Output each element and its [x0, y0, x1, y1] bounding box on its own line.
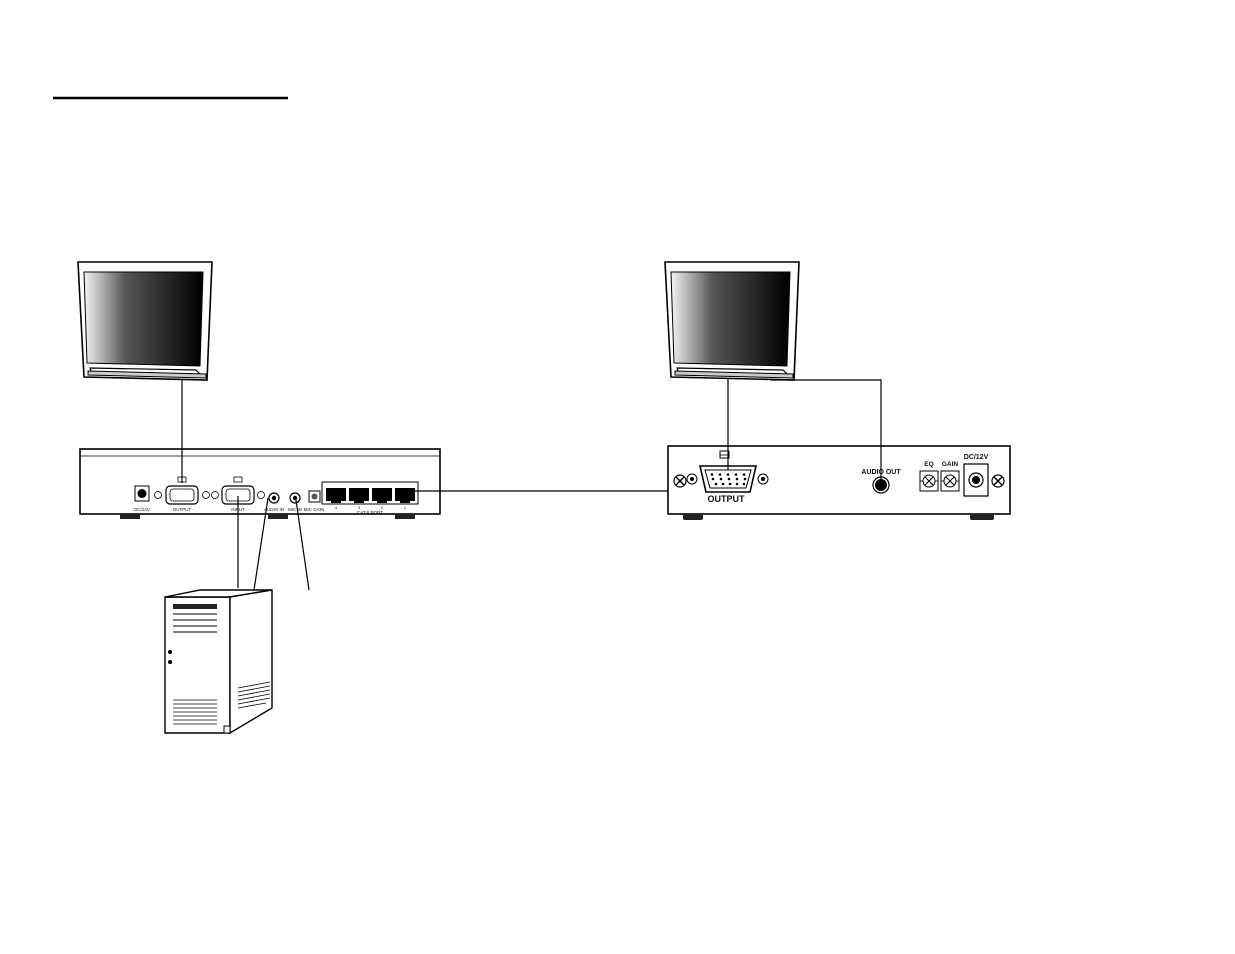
cable-mic [295, 499, 310, 591]
rj45-port-icon [349, 488, 369, 503]
receiver-power-jack-icon [963, 463, 989, 497]
rj45-port-icon [326, 488, 346, 503]
cat5-port-number: 3 [358, 505, 361, 510]
receiver-output-label: OUTPUT [708, 494, 746, 504]
receiver-gain-knob-icon [940, 470, 960, 492]
transmitter-mic-in-label: MIC IN [288, 507, 302, 512]
cat5-port-number: 4 [335, 505, 338, 510]
left-monitor-icon [77, 261, 213, 381]
right-monitor-icon [664, 261, 800, 381]
transmitter-audio-in-label: AUDIO IN [264, 507, 284, 512]
cables [181, 378, 882, 591]
cat5-port-number: 1 [404, 505, 407, 510]
transmitter-mic-in-jack-icon [289, 492, 301, 504]
transmitter-cat5-port-label: CAT-5 PORT [357, 510, 383, 515]
cable-audio-out-to-right-monitor [771, 379, 882, 480]
receiver-vga-pins [710, 473, 747, 486]
screw-icon [991, 474, 1005, 488]
cable-computer-to-audio-in [253, 497, 269, 591]
screw-icon [673, 474, 687, 488]
transmitter-output-label: OUTPUT [173, 507, 192, 512]
receiver-eq-knob-icon [919, 470, 939, 492]
receiver-eq-label: EQ [924, 461, 933, 468]
receiver-power-label: DC/12V [964, 454, 989, 461]
receiver-audio-out-jack-icon [872, 476, 890, 494]
transmitter-cat5-ports [321, 481, 419, 505]
transmitter-power-label: DC/12V [134, 507, 150, 512]
transmitter-mic-gain-knob-icon [308, 490, 321, 503]
cat5-port-number: 2 [381, 505, 384, 510]
rj45-port-icon [372, 488, 392, 503]
receiver-unit: OUTPUT AUDIO OUT EQ GAIN DC/12V [667, 445, 1011, 520]
transmitter-unit: DC/12V OUTPUT INPUT AUDIO IN [79, 448, 441, 519]
transmitter-mic-gain-label: MIC GAIN [304, 507, 325, 512]
computer-tower-icon [164, 589, 273, 735]
transmitter-audio-in-jack-icon [268, 492, 280, 504]
receiver-gain-label: GAIN [942, 461, 959, 468]
transmitter-power-jack-icon [134, 485, 150, 502]
rj45-port-icon [395, 488, 415, 503]
cable-cat5-link [406, 490, 668, 494]
